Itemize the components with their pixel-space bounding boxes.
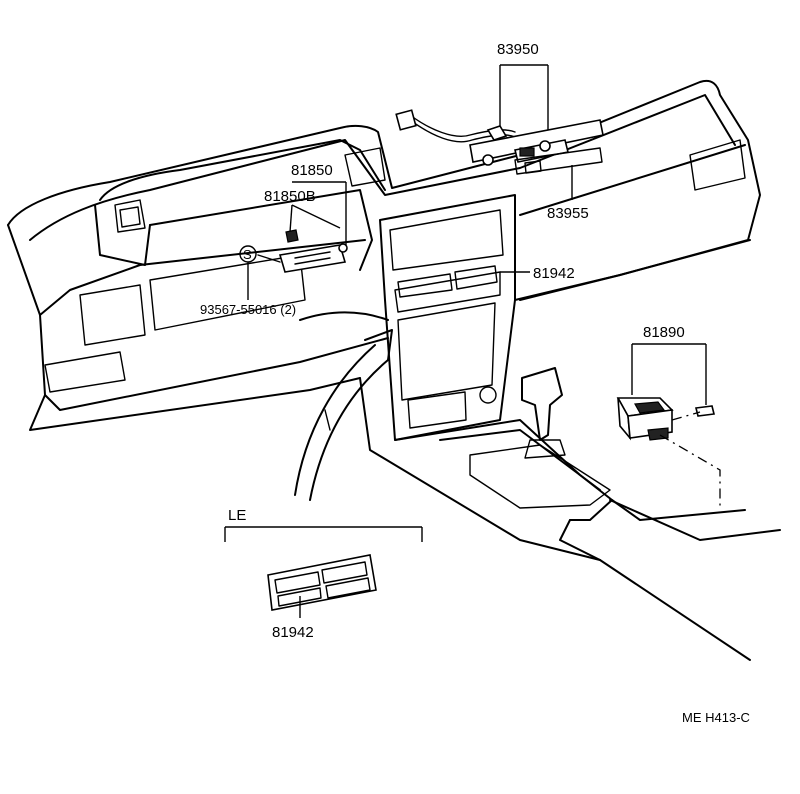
callout-81850b: 81850B: [264, 188, 316, 205]
callout-81942-le: 81942: [272, 624, 314, 641]
callout-81850: 81850: [291, 162, 333, 179]
part-83950-assembly: [395, 64, 604, 200]
callout-81890: 81890: [643, 324, 685, 341]
callout-81942-main: 81942: [533, 265, 575, 282]
s-mark-label: S: [243, 247, 252, 262]
part-81890-switch: [616, 343, 721, 510]
diagram-code: ME H413-C: [682, 710, 750, 725]
variant-label-le: LE: [228, 507, 246, 524]
le-inset: [224, 526, 423, 618]
callout-83950: 83950: [497, 41, 539, 58]
callout-93567: 93567-55016 (2): [200, 302, 296, 317]
instrument-panel: [7, 79, 781, 661]
inset-arrow: [294, 329, 393, 501]
part-81850-assembly: [239, 181, 348, 300]
callout-83955: 83955: [547, 205, 589, 222]
